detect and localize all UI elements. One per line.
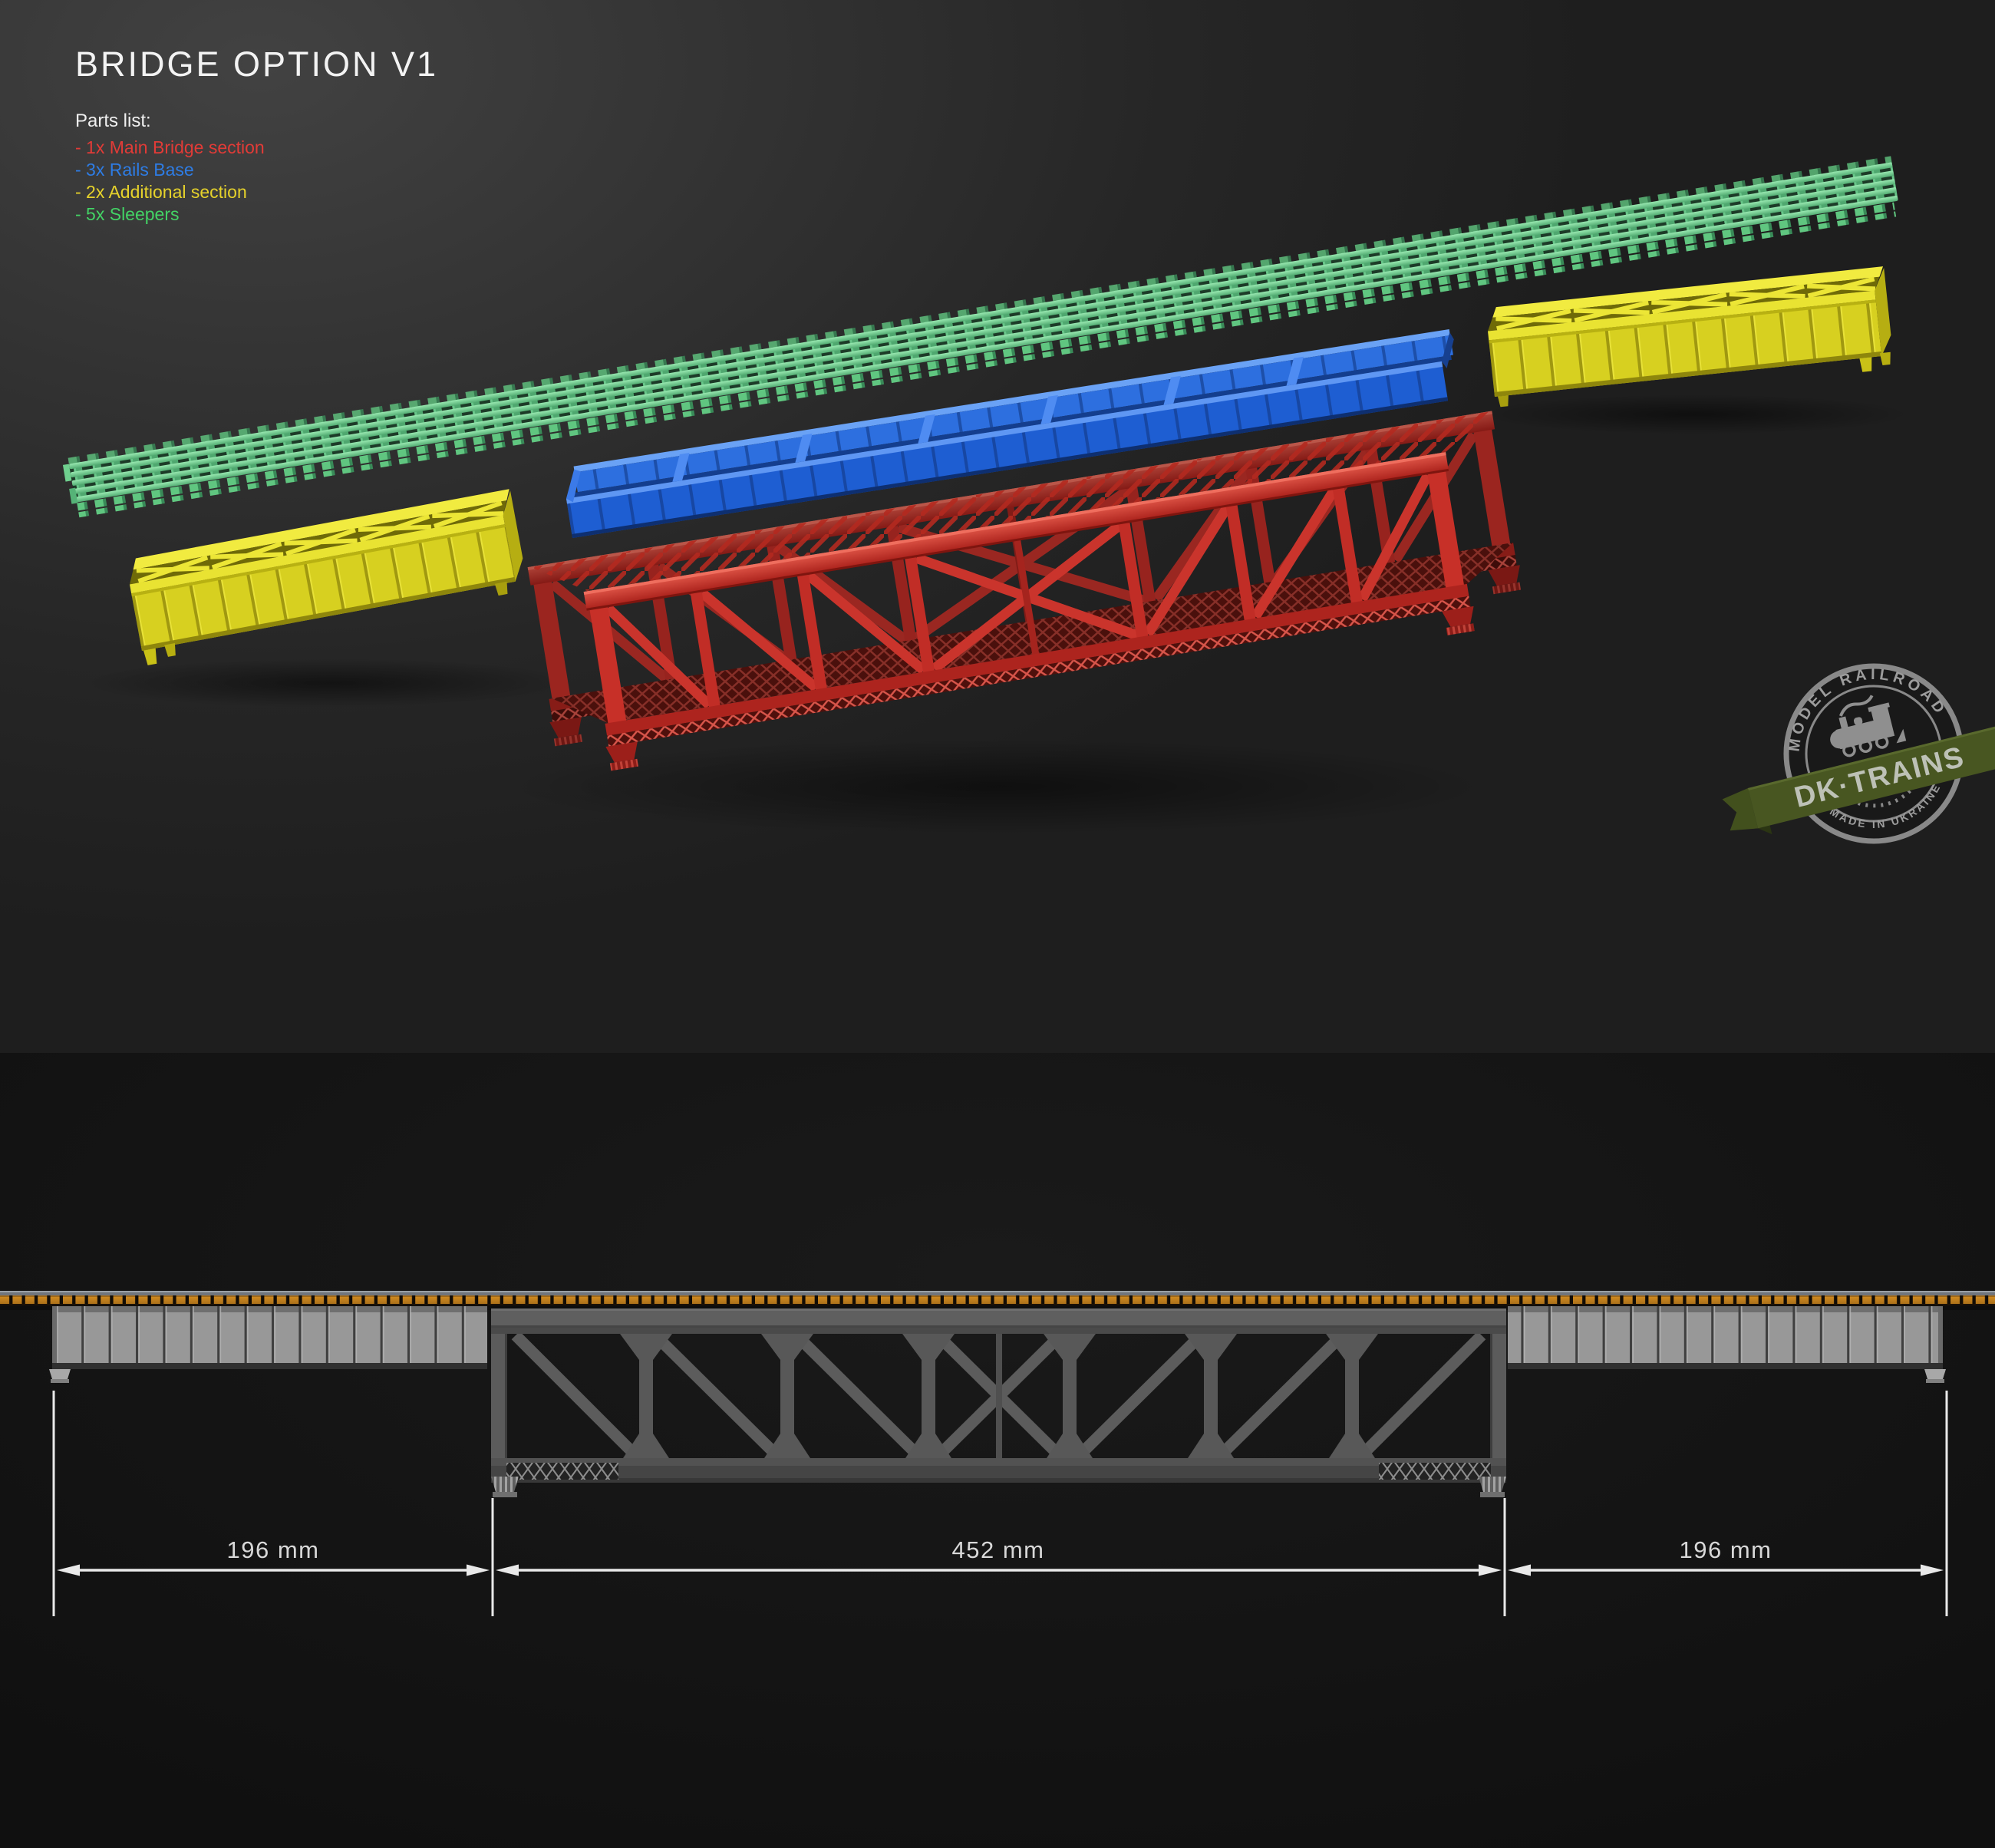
shadow bbox=[506, 739, 1489, 834]
parts-3d-scene: MODEL RAILROAD MADE IN UKRAINE bbox=[62, 156, 1995, 844]
part-sleepers-rails-green bbox=[62, 156, 1898, 518]
truss-diagonals bbox=[511, 1331, 1486, 1461]
part-additional-section-right bbox=[1488, 266, 1891, 408]
parts-list-item-rails-base: - 3x Rails Base bbox=[75, 159, 265, 181]
parts-list-item-main-bridge: - 1x Main Bridge section bbox=[75, 137, 265, 159]
part-rails-base-blue bbox=[566, 328, 1454, 538]
parts-list: Parts list: - 1x Main Bridge section - 3… bbox=[75, 111, 265, 226]
parts-list-item-additional-section: - 2x Additional section bbox=[75, 181, 265, 203]
lattice-right bbox=[1379, 1463, 1491, 1480]
truss-top-chord bbox=[491, 1308, 1506, 1328]
rail-deck bbox=[0, 1291, 1995, 1310]
x-bracing bbox=[136, 500, 504, 584]
dim-label-center: 452 mm bbox=[952, 1536, 1045, 1563]
dim-label-left: 196 mm bbox=[227, 1536, 320, 1563]
elevation-section: 196 mm 452 mm 196 mm bbox=[0, 1053, 1995, 1848]
locomotive-icon bbox=[1830, 695, 1907, 757]
x-bracing bbox=[1495, 276, 1876, 332]
parts-list-label: Parts list: bbox=[75, 111, 151, 131]
bearing-foot bbox=[49, 1369, 71, 1379]
sleeper-strip bbox=[0, 1295, 1995, 1305]
truss-feet bbox=[491, 1477, 1506, 1497]
part-label: - 2x Additional section bbox=[75, 182, 247, 202]
arrowhead-icon bbox=[57, 1564, 80, 1576]
part-label: - 5x Sleepers bbox=[75, 204, 180, 224]
page-title: BRIDGE OPTION V1 bbox=[75, 45, 439, 84]
dimension-left: 196 mm bbox=[57, 1536, 490, 1576]
arrowhead-icon bbox=[496, 1564, 519, 1576]
extension-lines bbox=[52, 1391, 1948, 1616]
part-main-bridge-near-wall bbox=[583, 452, 1475, 771]
girder-left bbox=[49, 1306, 487, 1383]
arrowhead-icon bbox=[1508, 1564, 1531, 1576]
girder-right bbox=[1508, 1306, 1946, 1383]
shadow bbox=[84, 658, 575, 708]
lattice-left bbox=[506, 1463, 618, 1480]
dk-trains-logo: MODEL RAILROAD MADE IN UKRAINE bbox=[1722, 648, 1995, 844]
part-additional-section-left bbox=[129, 489, 523, 665]
dimension-center: 452 mm bbox=[496, 1536, 1502, 1576]
cross-dividers bbox=[672, 356, 1304, 482]
top-sway-bracing bbox=[531, 411, 1492, 591]
elevation-drawing: 196 mm 452 mm 196 mm bbox=[0, 1291, 1995, 1616]
bearing-foot bbox=[1924, 1369, 1946, 1379]
dim-label-right: 196 mm bbox=[1680, 1536, 1772, 1563]
arrowhead-icon bbox=[467, 1564, 490, 1576]
truss-center bbox=[491, 1308, 1506, 1497]
part-label: - 3x Rails Base bbox=[75, 160, 194, 180]
arrowhead-icon bbox=[1921, 1564, 1944, 1576]
dimension-right: 196 mm bbox=[1508, 1536, 1944, 1576]
shadow bbox=[1481, 394, 1911, 434]
logo-inner-ring bbox=[1805, 685, 1943, 823]
part-label: - 1x Main Bridge section bbox=[75, 137, 265, 157]
truss-bottom-chord bbox=[491, 1458, 1506, 1466]
truss-verticals bbox=[620, 1334, 1378, 1460]
parts-list-item-sleepers: - 5x Sleepers bbox=[75, 203, 265, 226]
arrowhead-icon bbox=[1479, 1564, 1502, 1576]
render-section: MODEL RAILROAD MADE IN UKRAINE bbox=[0, 0, 1995, 1053]
